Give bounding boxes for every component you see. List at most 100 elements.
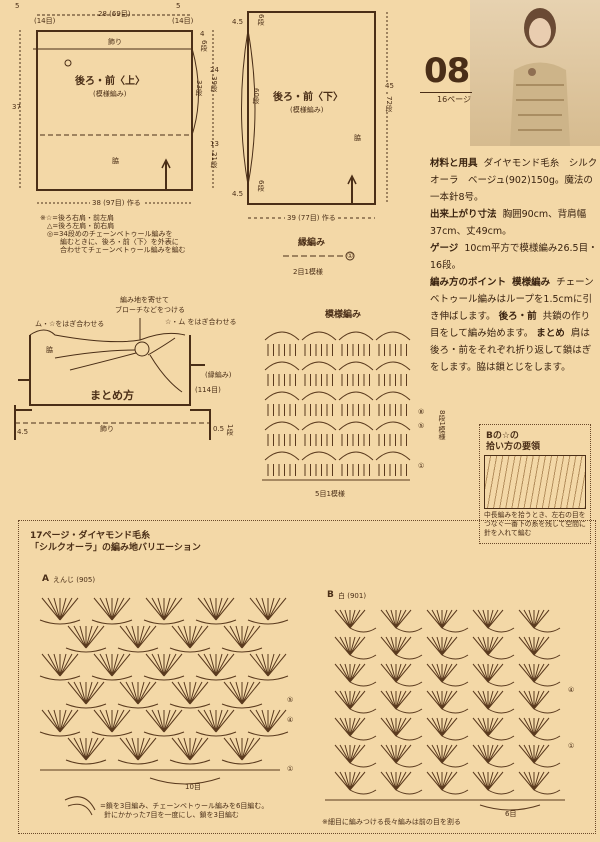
- fan-stitch: [380, 636, 412, 656]
- fan-stitch: [426, 744, 458, 764]
- upper-top-right-dim: 5: [176, 2, 181, 10]
- stitch-arc: [338, 421, 374, 431]
- stitch-column: [378, 464, 407, 476]
- stitch-column: [378, 374, 407, 386]
- points-text-1: チェーンベトゥール編みはループを1.5cmに引き伸ばします。: [430, 277, 594, 322]
- fan-stitch: [472, 609, 504, 629]
- chain-arc: [65, 759, 107, 765]
- stitch-column: [378, 404, 407, 416]
- fan-stitch: [197, 709, 235, 733]
- pattern-repeat-sts: 5目1模様: [315, 490, 345, 498]
- chain-arc: [169, 703, 211, 709]
- chain-arc: [441, 627, 469, 633]
- tip-text: 中長編みを拾うとき、左右の目をつなぐ一番下の糸を残して空間に針を入れて編む: [484, 511, 586, 537]
- fan-stitch: [119, 681, 157, 705]
- assembly-note-left: ム・☆をはぎ合わせる: [35, 320, 105, 328]
- chain-arc: [349, 762, 377, 768]
- fan-stitch: [426, 636, 458, 656]
- variations-frame: [18, 520, 596, 834]
- assembly-side-label: 脇: [46, 346, 53, 354]
- lower-piece-subtitle: (模様編み): [290, 106, 324, 114]
- fan-stitch: [41, 709, 79, 733]
- chain-arc: [221, 647, 263, 653]
- stitch-arc: [301, 421, 337, 431]
- size-label: 出来上がり寸法: [430, 209, 497, 220]
- stitch-column: [267, 404, 296, 416]
- points-text-2: 共鎖の作り目をして編み始めます。: [430, 311, 591, 339]
- brooch-note-2: ブローチなどをつける: [115, 306, 185, 314]
- fan-stitch: [223, 737, 261, 761]
- stitch-column: [267, 374, 296, 386]
- chain-arc: [91, 731, 133, 737]
- stitch-illustration: [484, 455, 586, 509]
- fan-stitch: [472, 690, 504, 710]
- stitch-arc: [375, 451, 411, 461]
- fan-stitch: [145, 653, 183, 677]
- gauge-text: 10cm平方で模様編み26.5目・16段。: [430, 243, 598, 271]
- repeat-bracket-b: [479, 804, 541, 811]
- stitch-arc: [301, 391, 337, 401]
- upper-side-label: 脇: [112, 157, 119, 165]
- chain-arc: [221, 759, 263, 765]
- materials-text: ダイヤモンド毛糸 シルクオーラ ベージュ(902)150g。魔法の一本針8号。: [430, 158, 598, 203]
- fan-stitch: [145, 597, 183, 621]
- chain-arc: [533, 654, 561, 660]
- chain-arc: [487, 681, 515, 687]
- upper-top-center-dim: 28 (69目): [98, 10, 131, 18]
- brooch-note-1: 編み地を寄せて: [120, 296, 169, 304]
- points-sub-finish: まとめ: [536, 328, 565, 339]
- chain-arc: [39, 619, 81, 625]
- fan-stitch: [472, 636, 504, 656]
- assembly-title: まとめ方: [90, 389, 134, 402]
- fan-stitch: [223, 625, 261, 649]
- stitch-arc: [375, 361, 411, 371]
- repeat-bracket-a: [149, 777, 221, 785]
- note-line: △=後ろ左肩・前右肩: [47, 222, 115, 231]
- chain-arc: [487, 762, 515, 768]
- stitch-arc: [375, 421, 411, 431]
- chain-arc: [349, 735, 377, 741]
- chain-arc: [91, 619, 133, 625]
- chain-arc: [247, 731, 289, 737]
- size-text: 胸囲90cm、背肩幅37cm、丈49cm。: [430, 209, 587, 237]
- fan-stitch: [67, 737, 105, 761]
- fan-stitch: [380, 744, 412, 764]
- chain-arc: [143, 619, 185, 625]
- lower-dim-45-bottom: 4.5: [232, 190, 244, 198]
- chain-arc: [395, 789, 423, 795]
- chain-arc: [91, 675, 133, 681]
- chain-arc: [247, 675, 289, 681]
- fan-stitch: [334, 609, 366, 629]
- upper-decoration-label: 飾り: [108, 38, 122, 46]
- variation-a-row-1: ①: [287, 765, 294, 773]
- upper-bottom-dim: 38 (97目) 作る: [90, 199, 143, 208]
- chain-arc: [349, 708, 377, 714]
- fan-stitch: [472, 771, 504, 791]
- fan-stitch: [518, 771, 550, 791]
- fan-stitch: [518, 609, 550, 629]
- pattern-row-8: ⑧: [418, 408, 425, 416]
- edging-repeat: 2目1模様: [293, 268, 323, 276]
- stitch-column: [341, 374, 370, 386]
- assembly-dim-45: 4.5: [17, 428, 29, 436]
- variation-a-row-4: ④: [287, 716, 294, 724]
- fan-stitch: [197, 653, 235, 677]
- chain-arc: [169, 647, 211, 653]
- chain-arc: [349, 681, 377, 687]
- chain-arc: [441, 789, 469, 795]
- fan-stitch: [426, 609, 458, 629]
- fan-stitch: [334, 744, 366, 764]
- chain-arc: [533, 762, 561, 768]
- fan-stitch: [472, 663, 504, 683]
- upper-piece-title: 後ろ・前〈上〉: [75, 76, 145, 87]
- chain-arc: [349, 654, 377, 660]
- upper-top-left-dim: 5: [15, 2, 20, 10]
- stitch-arc: [264, 391, 300, 401]
- chain-arc: [221, 703, 263, 709]
- lower-dim-6-top: 6段: [257, 14, 266, 26]
- fan-stitch: [426, 717, 458, 737]
- fan-stitch: [171, 737, 209, 761]
- stitch-arc: [338, 451, 374, 461]
- instructions: 材料と用具 ダイヤモンド毛糸 シルクオーラ ベージュ(902)150g。魔法の一…: [430, 155, 598, 376]
- lower-piece-title: 後ろ・前〈下〉: [273, 92, 343, 103]
